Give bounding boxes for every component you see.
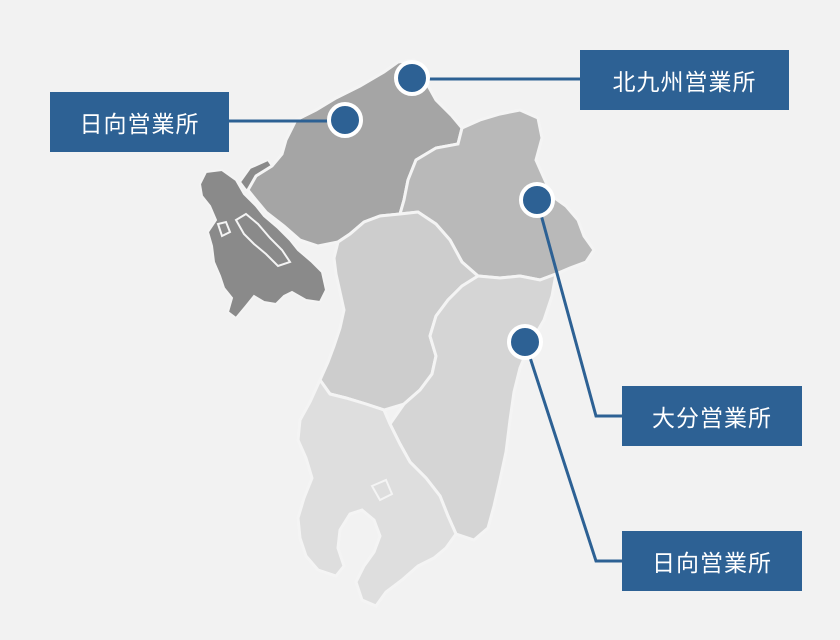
- region-kagoshima-bay-island: [370, 478, 394, 502]
- office-label-kitakyushu[interactable]: 北九州営業所: [580, 50, 789, 110]
- marker-fukuoka[interactable]: [327, 102, 363, 138]
- connector-lines: [229, 77, 622, 563]
- marker-hyuga[interactable]: [507, 324, 543, 360]
- region-goto-island: [216, 220, 232, 238]
- office-label-hyuga[interactable]: 日向営業所: [622, 531, 802, 591]
- office-label-oita[interactable]: 大分営業所: [622, 386, 802, 446]
- connector-oita: [535, 199, 622, 418]
- office-markers: [327, 60, 555, 360]
- office-label-fukuoka[interactable]: 日向営業所: [50, 92, 229, 152]
- connector-hyuga: [523, 341, 622, 563]
- marker-oita[interactable]: [519, 182, 555, 218]
- marker-kitakyushu[interactable]: [394, 60, 430, 96]
- region-nagasaki: [198, 168, 328, 320]
